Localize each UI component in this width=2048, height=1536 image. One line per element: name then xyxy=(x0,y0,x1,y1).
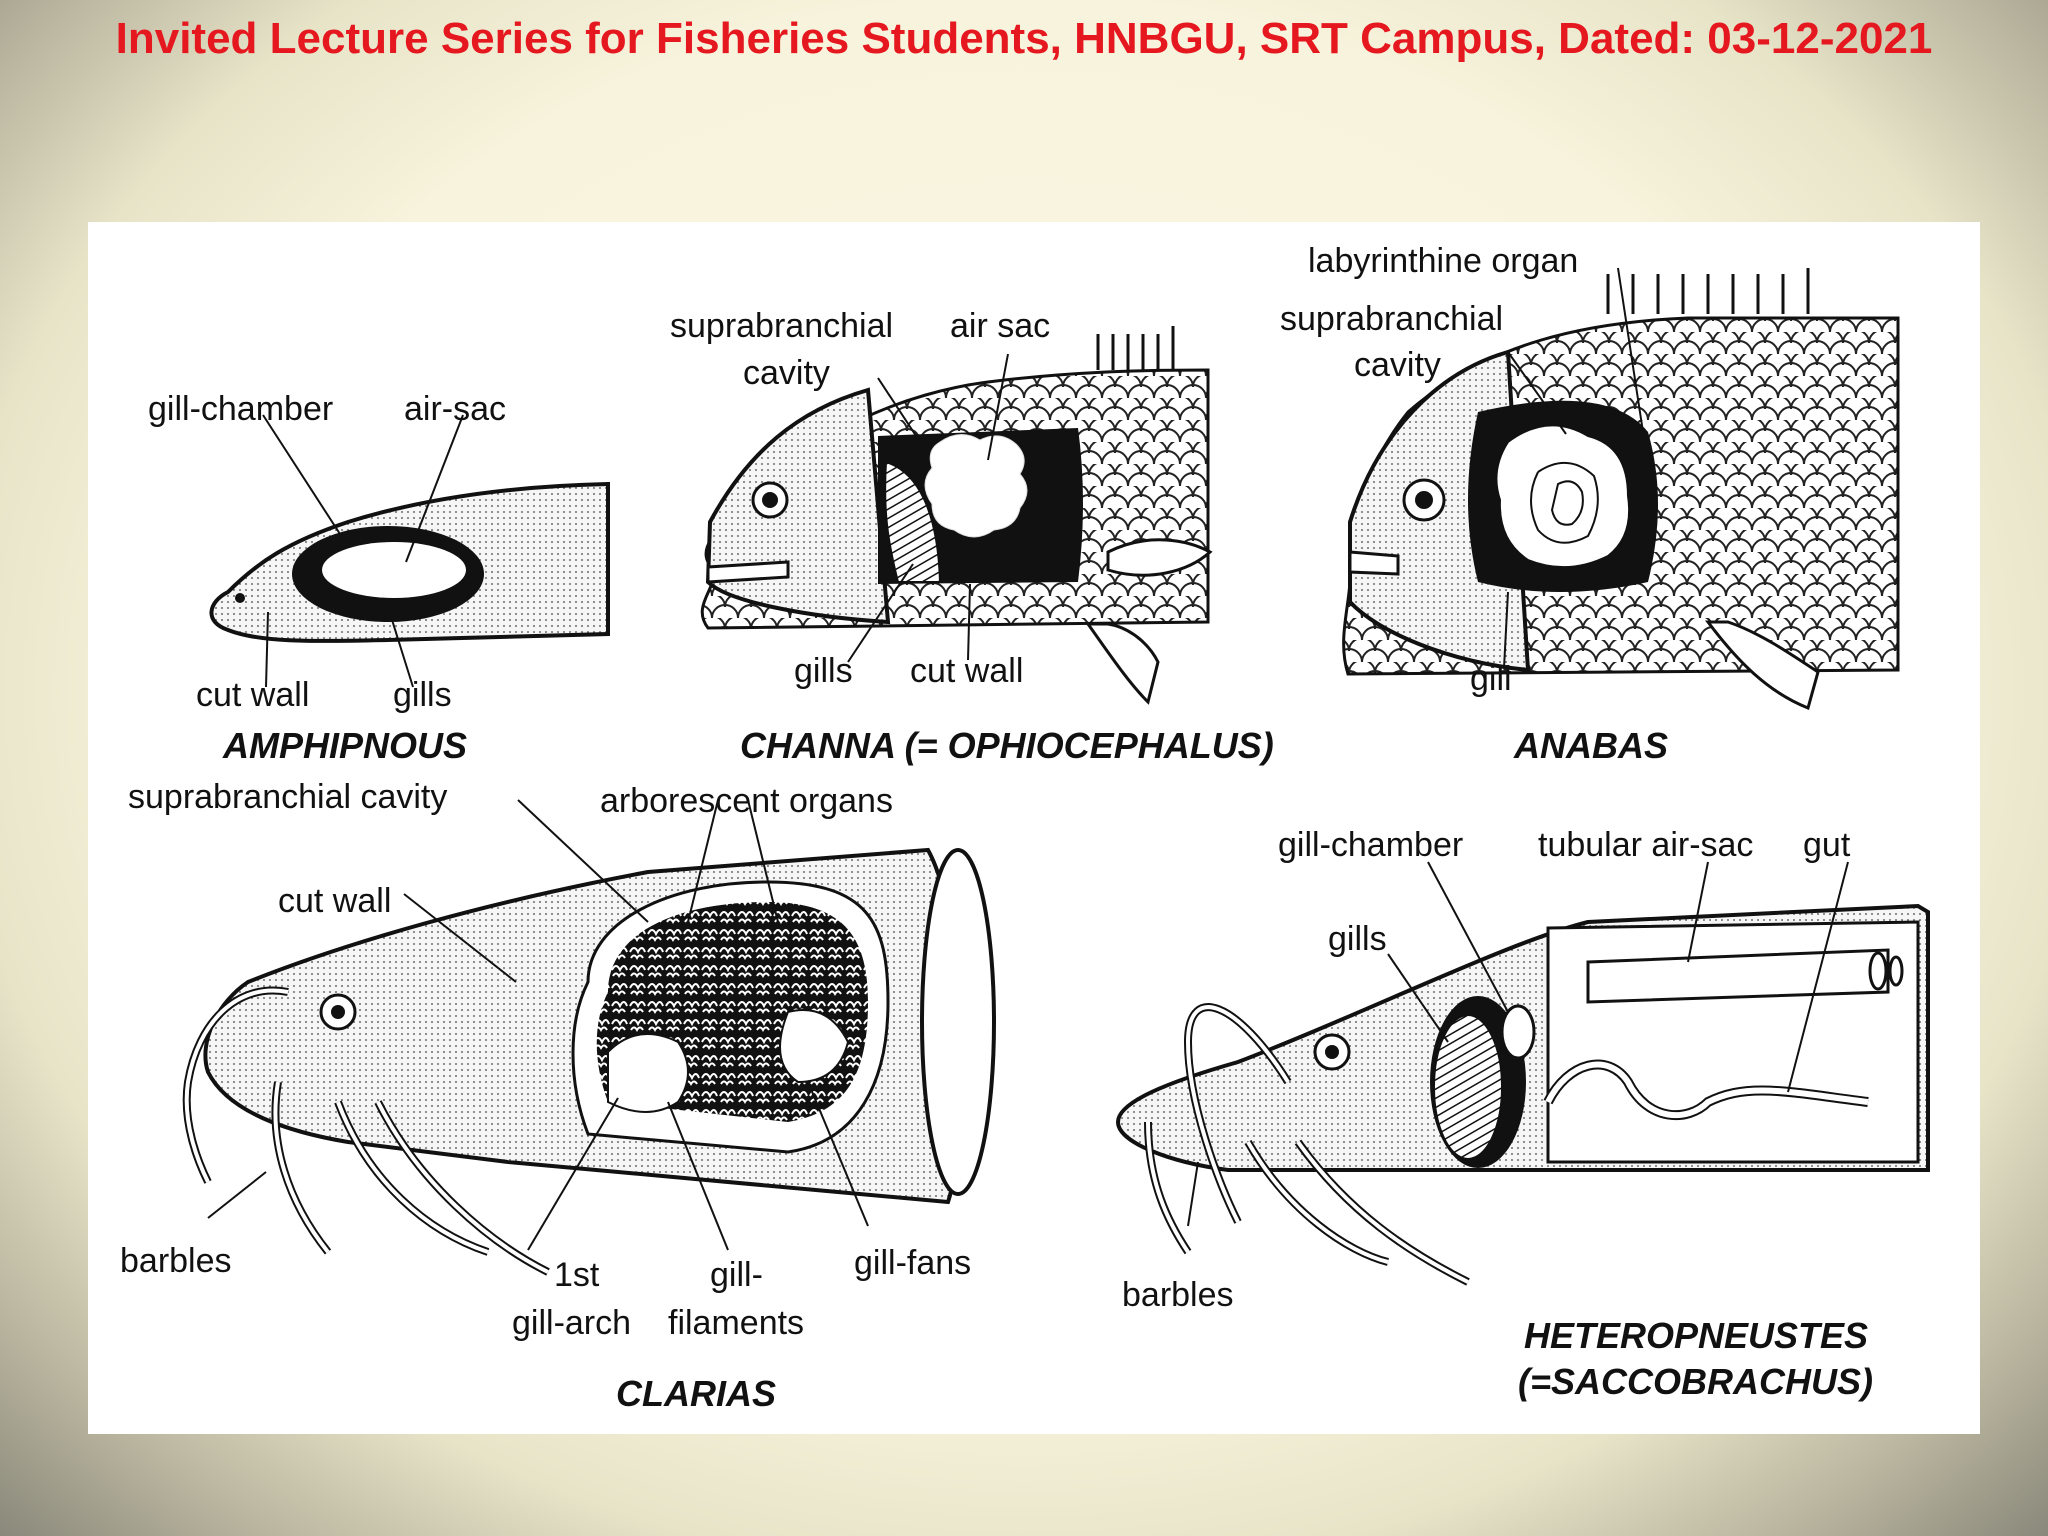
heteropneustes-figure: gill-chamber tubular air-sac gut gills b… xyxy=(1115,826,1930,1402)
channa-pelvic-fin xyxy=(1085,622,1160,705)
anabas-mouth xyxy=(1348,550,1400,576)
anabas-pelvic-fin xyxy=(1704,620,1820,711)
clarias-label-barbles: barbles xyxy=(120,1242,232,1280)
heteropneustes-gills xyxy=(1433,1014,1503,1160)
channa-label-air-sac: air sac xyxy=(950,307,1050,345)
amphipnous-figure: gill-chamber air-sac cut wall gills AMPH… xyxy=(148,390,610,766)
clarias-label-gill-fans: gill-fans xyxy=(854,1244,971,1282)
amphipnous-label-air-sac: air-sac xyxy=(404,390,506,428)
clarias-cut-end xyxy=(920,848,996,1196)
amphipnous-label-cut-wall: cut wall xyxy=(196,676,309,714)
heteropneustes-caption: HETEROPNEUSTES xyxy=(1524,1315,1868,1356)
clarias-label-cut-wall: cut wall xyxy=(278,882,391,920)
clarias-label-1st: 1st xyxy=(554,1256,600,1294)
heteropneustes-tubular-air-sac xyxy=(1586,948,1890,1004)
diagram-panel: gill-chamber air-sac cut wall gills AMPH… xyxy=(88,222,1980,1434)
anabas-label-suprabranchial: suprabranchial xyxy=(1280,300,1503,338)
channa-label-suprabranchial: suprabranchial xyxy=(670,307,893,345)
channa-air-sac xyxy=(924,434,1028,538)
amphipnous-air-sac xyxy=(322,542,466,598)
heteropneustes-label-barbles: barbles xyxy=(1122,1276,1234,1314)
heteropneustes-label-gut: gut xyxy=(1803,826,1851,864)
clarias-label-arborescent-organs: arborescent organs xyxy=(600,782,893,820)
channa-label-cut-wall: cut wall xyxy=(910,652,1023,690)
heteropneustes-label-gill-chamber: gill-chamber xyxy=(1278,826,1463,864)
heteropneustes-caption-synonym: (=SACCOBRACHUS) xyxy=(1518,1361,1873,1402)
anabas-label-labyrinthine-organ: labyrinthine organ xyxy=(1308,242,1578,280)
clarias-gill-arch xyxy=(607,1033,689,1113)
anabas-figure: labyrinthine organ suprabranchial cavity… xyxy=(1280,242,1900,766)
amphipnous-label-gills: gills xyxy=(393,676,452,714)
fish-respiration-diagram: gill-chamber air-sac cut wall gills AMPH… xyxy=(120,242,1930,1414)
channa-label-cavity: cavity xyxy=(743,354,830,392)
anabas-caption: ANABAS xyxy=(1513,725,1668,766)
slide-title: Invited Lecture Series for Fisheries Stu… xyxy=(115,14,1933,63)
clarias-label-filaments: filaments xyxy=(668,1304,804,1342)
amphipnous-eye xyxy=(235,593,245,603)
clarias-label-gill: gill- xyxy=(710,1256,763,1294)
channa-dorsal-spines xyxy=(1096,326,1175,370)
channa-pectoral-fin xyxy=(1106,538,1213,577)
anabas-label-gill: gill xyxy=(1470,660,1512,698)
heteropneustes-label-tubular-air-sac: tubular air-sac xyxy=(1538,826,1753,864)
amphipnous-label-gill-chamber: gill-chamber xyxy=(148,390,333,428)
channa-gills xyxy=(884,460,942,583)
clarias-label-gill-arch: gill-arch xyxy=(512,1304,631,1342)
clarias-figure: suprabranchial cavity arborescent organs… xyxy=(120,778,996,1414)
anabas-label-cavity: cavity xyxy=(1354,346,1441,384)
channa-head xyxy=(705,387,891,625)
amphipnous-caption: AMPHIPNOUS xyxy=(222,725,467,766)
channa-mouth xyxy=(706,560,790,584)
channa-figure: suprabranchial cavity air sac gills cut … xyxy=(670,307,1274,766)
clarias-label-suprabranchial-cavity: suprabranchial cavity xyxy=(128,778,447,816)
clarias-caption: CLARIAS xyxy=(616,1373,776,1414)
anabas-labyrinthine-organ xyxy=(1495,424,1631,569)
channa-caption: CHANNA (= OPHIOCEPHALUS) xyxy=(740,725,1274,766)
anabas-dorsal-spines xyxy=(1606,268,1810,314)
clarias-gill-fans xyxy=(779,1009,850,1084)
heteropneustes-label-gills: gills xyxy=(1328,920,1387,958)
channa-label-gills: gills xyxy=(794,652,853,690)
